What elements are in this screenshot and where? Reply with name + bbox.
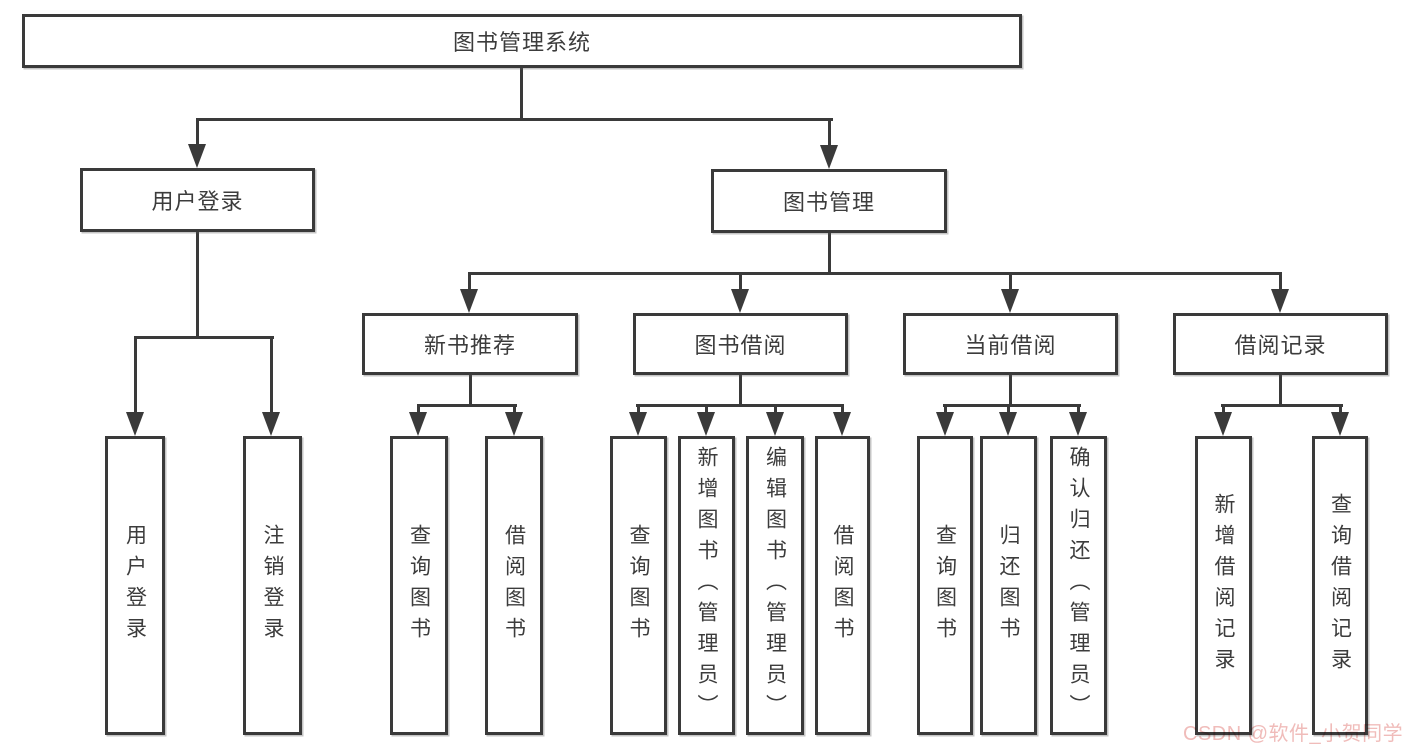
connector-line [270,336,273,414]
connector-line [1222,404,1225,414]
node-label: 新增图书（管理员） [695,446,718,725]
leaf-logout: 注销登录 [243,436,302,735]
leaf-confirm-return-admin: 确认归还（管理员） [1050,436,1107,735]
arrow-head-icon [1271,289,1289,313]
node-label: 图书管理系统 [452,30,591,55]
arrow-head-icon [188,144,206,168]
node-label: 借阅图书 [831,523,854,648]
connector-line [513,404,516,414]
node-label: 注销登录 [261,523,284,648]
arrow-head-icon [409,412,427,436]
node-label: 新增借阅记录 [1212,492,1235,679]
node-label: 查询图书 [627,523,650,648]
node-label: 归还图书 [997,523,1020,648]
connector-line [1339,404,1342,414]
leaf-query-borrow-record: 查询借阅记录 [1312,436,1368,735]
connector-line [1009,272,1012,291]
arrow-head-icon [766,412,784,436]
connector-line [1279,375,1282,407]
connector-line [944,404,947,414]
arrow-head-icon [731,289,749,313]
connector-line [134,336,274,339]
connector-line [520,68,523,120]
leaf-query-books-current: 查询图书 [917,436,973,735]
node-label: 查询借阅记录 [1328,492,1352,679]
connector-line [196,118,199,146]
arrow-head-icon [460,289,478,313]
connector-line [1221,404,1343,407]
leaf-borrow-books-recommend: 借阅图书 [485,436,543,735]
node-label: 借阅记录 [1234,333,1327,358]
arrow-head-icon [820,145,838,169]
arrow-head-icon [126,412,144,436]
arrow-head-icon [1001,289,1019,313]
leaf-add-borrow-record: 新增借阅记录 [1195,436,1252,735]
connector-line [469,375,472,407]
arrow-head-icon [1069,412,1087,436]
leaf-user-login: 用户登录 [105,436,165,735]
connector-line [943,404,1081,407]
node-label: 确认归还（管理员） [1067,446,1090,725]
connector-line [196,232,199,339]
connector-line [705,404,708,414]
arrow-head-icon [1214,412,1232,436]
arrow-head-icon [629,412,647,436]
leaf-add-books-admin: 新增图书（管理员） [678,436,735,735]
node-book-management: 图书管理 [711,169,947,233]
node-book-borrowing: 图书借阅 [633,313,848,375]
node-user-login: 用户登录 [80,168,315,232]
node-label: 编辑图书（管理员） [763,446,787,725]
leaf-return-books: 归还图书 [980,436,1037,735]
node-label: 用户登录 [123,523,147,648]
connector-line [196,118,833,121]
node-label: 图书管理 [782,190,875,215]
node-label: 用户登录 [151,189,244,214]
leaf-query-books-recommend: 查询图书 [390,436,448,735]
connector-line [828,118,831,146]
node-label: 当前借阅 [964,333,1057,358]
connector-line [636,404,844,407]
connector-line [841,404,844,414]
arrow-head-icon [262,412,280,436]
arrow-head-icon [1331,412,1349,436]
arrow-head-icon [697,412,715,436]
arrow-head-icon [936,412,954,436]
arrow-head-icon [833,412,851,436]
node-book-management-system: 图书管理系统 [22,14,1022,68]
connector-line [468,272,1282,275]
csdn-watermark: CSDN @软件_小贺同学 [1183,723,1404,745]
arrow-head-icon [505,412,523,436]
node-label: 查询图书 [933,523,957,648]
connector-line [134,336,137,414]
connector-line [417,404,420,414]
node-new-book-recommend: 新书推荐 [362,313,578,375]
connector-line [637,404,640,414]
node-label: 新书推荐 [423,333,516,358]
leaf-edit-books-admin: 编辑图书（管理员） [746,436,804,735]
node-label: 图书借阅 [694,333,787,358]
connector-line [774,404,777,414]
connector-line [468,272,471,291]
node-current-borrowing: 当前借阅 [903,313,1118,375]
leaf-borrow-books: 借阅图书 [815,436,870,735]
leaf-query-books-borrowing: 查询图书 [610,436,667,735]
connector-line [417,404,517,407]
connector-line [1009,375,1012,407]
connector-line [1077,404,1080,414]
node-label: 借阅图书 [502,523,526,648]
connector-line [739,375,742,407]
connector-line [739,272,742,291]
connector-line [828,233,831,275]
connector-line [1007,404,1010,414]
node-borrowing-records: 借阅记录 [1173,313,1388,375]
arrow-head-icon [999,412,1017,436]
node-label: 查询图书 [407,523,431,648]
connector-line [1279,272,1282,291]
